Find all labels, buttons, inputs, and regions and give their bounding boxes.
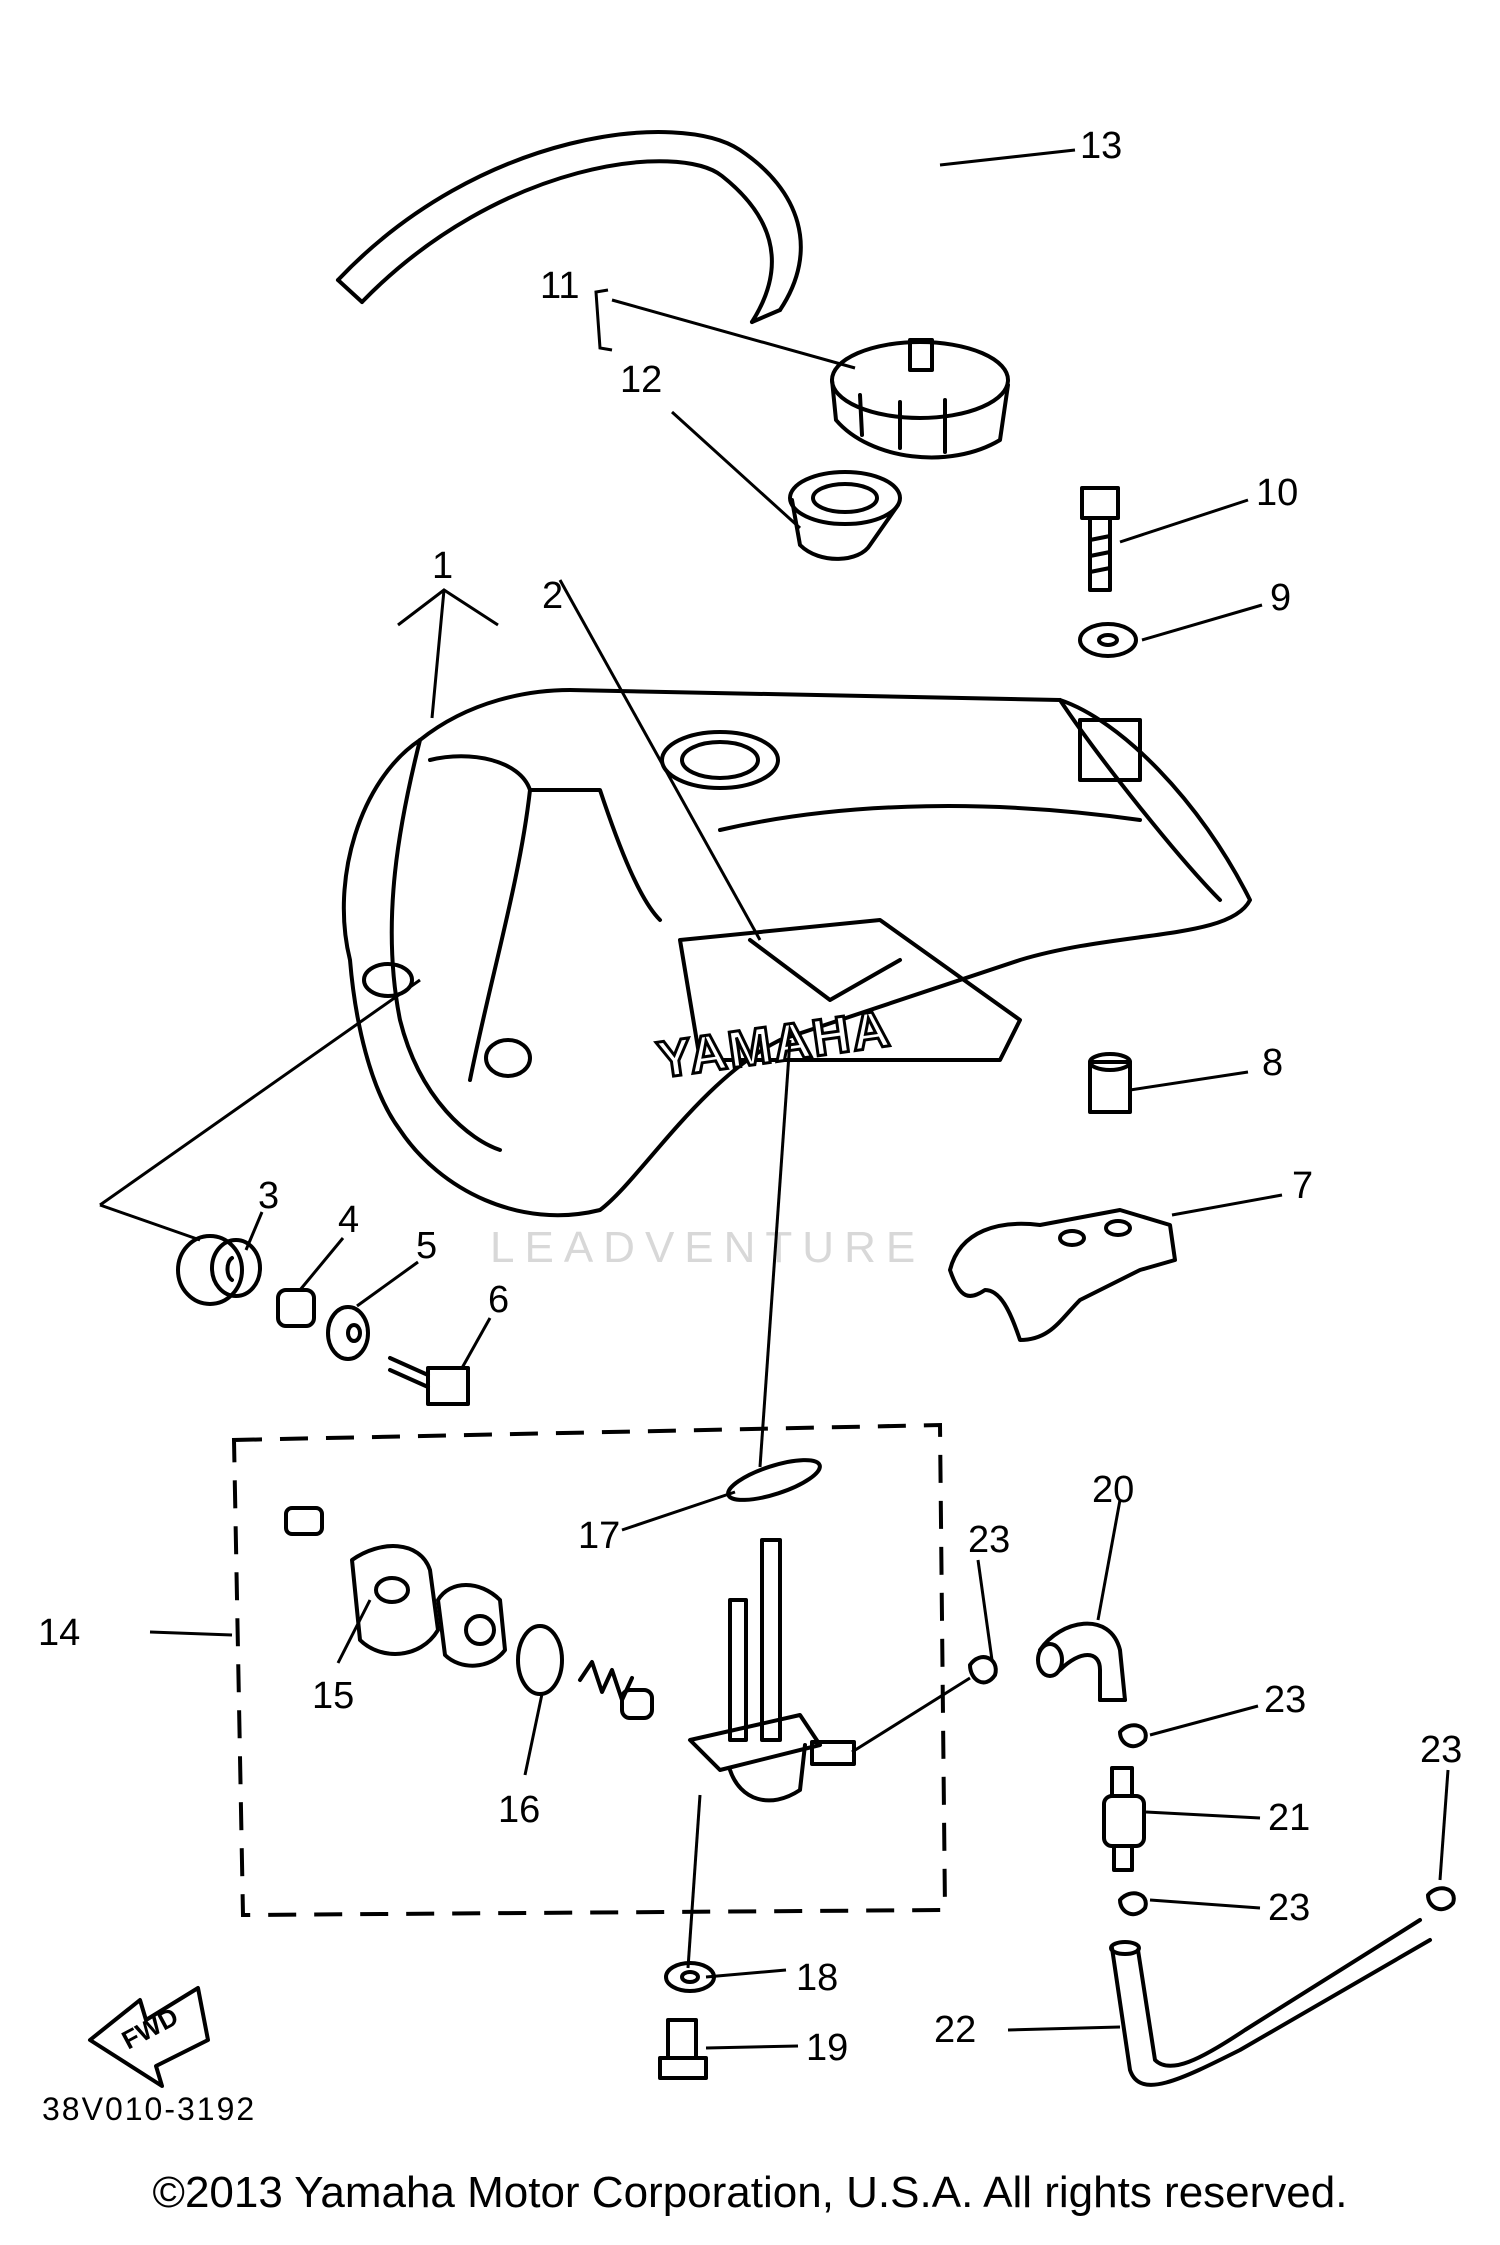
- callout-20: 20: [1092, 1469, 1134, 1511]
- part-21-fuel-filter: [1102, 1766, 1146, 1872]
- part-5-washer: [326, 1305, 370, 1361]
- callout-5: 5: [416, 1225, 437, 1267]
- callout-2: 2: [542, 575, 563, 617]
- callout-9: 9: [1270, 577, 1291, 619]
- part-13-breather-hose: [336, 130, 803, 324]
- petcock-assembly-box: [231, 1422, 948, 1918]
- part-19-screw: [658, 2018, 708, 2080]
- callout-23-c: 23: [1268, 1887, 1310, 1929]
- callout-19: 19: [806, 2027, 848, 2069]
- drawing-code: 38V010-3192: [42, 2091, 256, 2127]
- callout-1: 1: [432, 545, 453, 587]
- callout-4: 4: [338, 1199, 359, 1241]
- part-7-bracket: [948, 1208, 1177, 1342]
- part-3-grommet: [176, 1234, 262, 1306]
- part-4-collar: [276, 1288, 316, 1328]
- part-20-hose: [1036, 1621, 1127, 1702]
- petcock-lever: [436, 1583, 507, 1668]
- copyright-notice: ©2013 Yamaha Motor Corporation, U.S.A. A…: [152, 2168, 1348, 2217]
- petcock-body: [688, 1538, 856, 1803]
- part-6-bolt: [388, 1356, 470, 1406]
- watermark: LEADVENTURE: [490, 1223, 925, 1272]
- callout-10: 10: [1256, 472, 1298, 514]
- tank-logo: YAMAHA: [654, 1000, 895, 1090]
- callout-21: 21: [1268, 1797, 1310, 1839]
- callout-17: 17: [578, 1515, 620, 1557]
- callout-23-a: 23: [968, 1519, 1010, 1561]
- part-8-collar: [1088, 1052, 1132, 1114]
- callout-16: 16: [498, 1789, 540, 1831]
- part-16-o-ring: [516, 1624, 564, 1696]
- petcock-spring: [578, 1660, 654, 1720]
- part-12-cap-gasket: [788, 470, 902, 561]
- callout-18: 18: [796, 1957, 838, 1999]
- part-23-clip: [968, 1655, 1456, 1917]
- part-10-bolt: [1080, 486, 1120, 592]
- part-17-petcock-gasket: [726, 1458, 822, 1502]
- part-22-fuel-hose: [1109, 1918, 1432, 2087]
- callout-23-b: 23: [1264, 1679, 1306, 1721]
- part-11-fuel-cap: [830, 338, 1010, 460]
- callout-23-d: 23: [1420, 1729, 1462, 1771]
- callout-13: 13: [1080, 125, 1122, 167]
- callout-12: 12: [620, 359, 662, 401]
- callout-3: 3: [258, 1175, 279, 1217]
- part-9-washer: [1078, 622, 1138, 658]
- callout-8: 8: [1262, 1042, 1283, 1084]
- part-15-petcock-cover: [284, 1506, 440, 1656]
- leader-lines: [99, 148, 1450, 2050]
- callout-7: 7: [1292, 1165, 1313, 1207]
- callout-14: 14: [38, 1612, 80, 1654]
- callout-22: 22: [934, 2009, 976, 2051]
- part-1-fuel-tank: [341, 688, 1252, 1218]
- callout-15: 15: [312, 1675, 354, 1717]
- callout-11: 11: [540, 265, 579, 307]
- callout-labels: 1 2 3 4 5 6 7 8 9 10 11 12 13 14 15 16 1…: [38, 125, 1462, 2069]
- fwd-arrow-icon: [88, 1986, 210, 2088]
- callout-6: 6: [488, 1279, 509, 1321]
